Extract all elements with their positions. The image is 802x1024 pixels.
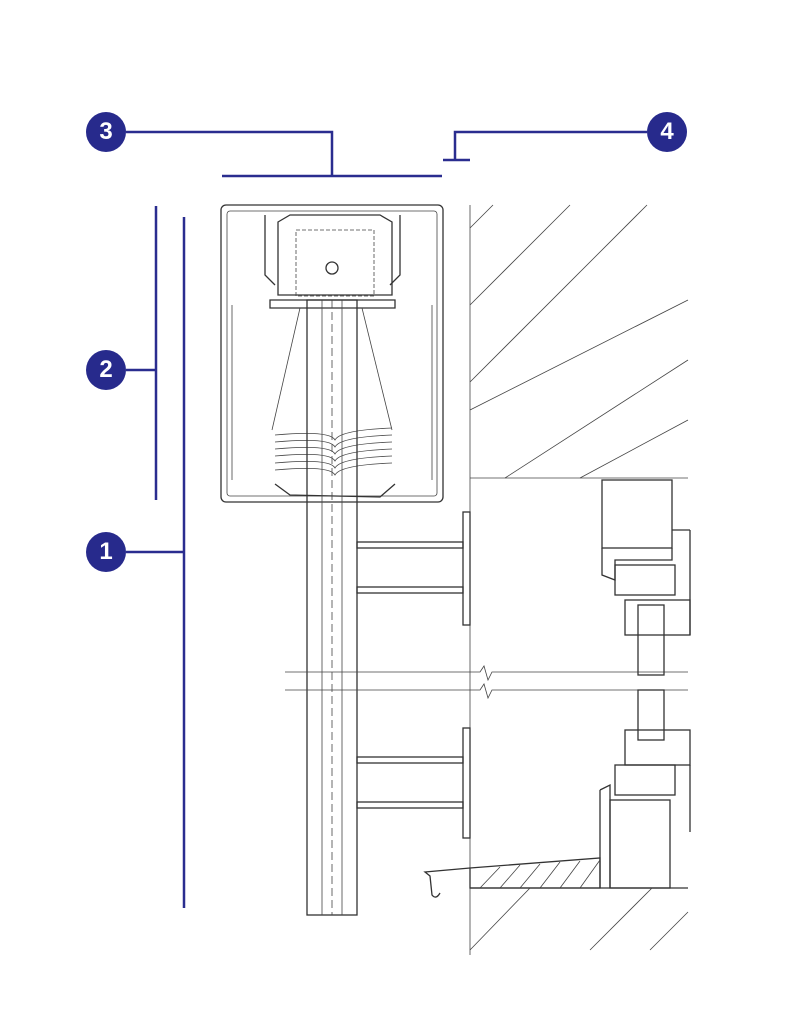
- callout-badge-1: 1: [86, 532, 126, 572]
- blind-head-box: [220, 204, 444, 503]
- callout-leader-1: [126, 217, 186, 908]
- window-frame-head: [601, 479, 691, 676]
- window-frame-sill: [470, 689, 691, 889]
- callout-badge-2: 2: [86, 350, 126, 390]
- rail-bracket-upper: [356, 511, 471, 626]
- callout-leader-4: [443, 130, 647, 162]
- callout-leader-3: [126, 130, 442, 178]
- callout-badge-4: 4: [647, 112, 687, 152]
- guide-rail: [306, 299, 358, 916]
- masonry-hatch-top: [469, 204, 689, 955]
- rail-bracket-lower: [356, 727, 471, 839]
- window-sill: [423, 857, 601, 898]
- callout-badge-3: 3: [86, 112, 126, 152]
- masonry-hatch-bottom: [469, 887, 689, 951]
- callout-leader-2: [126, 206, 158, 500]
- break-lines: [285, 665, 688, 700]
